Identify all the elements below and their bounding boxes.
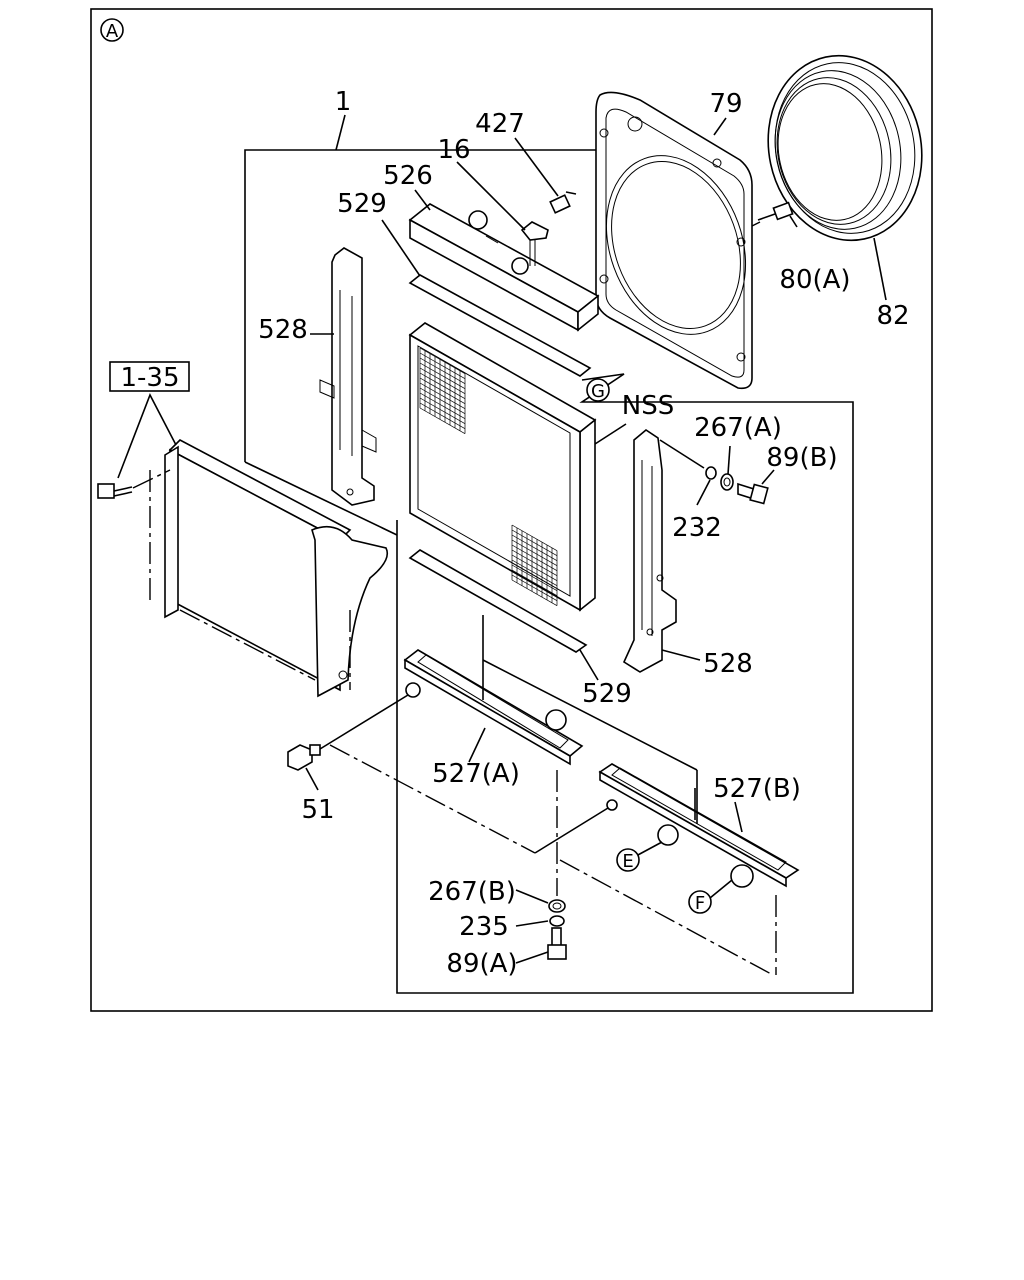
label-part-526: 526: [383, 161, 433, 191]
cap-part-427: [520, 191, 577, 266]
label-part-80a: 80(A): [779, 265, 850, 295]
label-part-235: 235: [459, 912, 509, 942]
assembly-bracket-lines: [244, 114, 854, 994]
drain-cock-part-51: [287, 694, 409, 771]
fan-shroud-part-79: [595, 91, 753, 390]
label-part-529-top: 529: [337, 189, 387, 219]
ref-marker-e-label: E: [622, 851, 633, 872]
label-part-89b: 89(B): [766, 443, 837, 473]
core-mesh-pattern: [419, 347, 558, 606]
side-bracket-part-528-right: [622, 429, 677, 673]
ref-marker-g-label: G: [591, 381, 605, 402]
radiator-body: [149, 439, 389, 698]
label-part-79: 79: [709, 89, 742, 119]
assembly-chain-lines: [329, 659, 777, 976]
diagram-frame: [90, 8, 933, 1012]
ref-marker-f: F: [688, 890, 712, 914]
label-nss: NSS: [622, 391, 674, 421]
ref-marker-f-label: F: [695, 893, 705, 914]
label-part-528-right: 528: [703, 649, 753, 679]
ref-marker-e: E: [616, 848, 640, 872]
bolt-part-1-35: [97, 361, 190, 499]
lower-tank-part-527b: [598, 763, 800, 888]
radiator-core-nss: [408, 322, 597, 612]
label-part-82: 82: [876, 301, 909, 331]
fan-ring-part-82: [767, 54, 923, 242]
callout-box-1-35: [109, 361, 190, 392]
upper-tank-part-526: [408, 203, 600, 332]
view-marker-a: A: [100, 18, 124, 42]
label-part-528-left: 528: [258, 315, 308, 345]
label-part-529-bottom: 529: [582, 679, 632, 709]
side-bracket-part-528-left: [319, 247, 377, 506]
label-part-16: 16: [437, 135, 470, 165]
bolt-part-80a: [751, 201, 794, 227]
label-part-267a: 267(A): [694, 413, 782, 443]
label-part-1-35: 1-35: [120, 363, 179, 393]
label-part-1: 1: [335, 87, 352, 117]
label-part-527b: 527(B): [713, 774, 801, 804]
leader-lines: [305, 117, 887, 964]
label-part-51: 51: [301, 795, 334, 825]
label-part-427: 427: [475, 109, 525, 139]
seal-part-529-bottom: [408, 549, 588, 653]
label-part-267b: 267(B): [428, 877, 516, 907]
part-labels: 1 427 79 16 526 529 528 1-35 80(A) 82 NS…: [120, 87, 909, 979]
seal-part-529-top: [408, 274, 592, 377]
lower-tank-part-527a: [403, 615, 584, 766]
label-part-232: 232: [672, 513, 722, 543]
label-part-527a: 527(A): [432, 759, 520, 789]
bottom-fastener-stack: [547, 770, 567, 960]
washer-and-bolt-group-right: [659, 439, 769, 505]
ref-marker-g: G: [586, 378, 610, 402]
label-part-89a: 89(A): [446, 949, 517, 979]
view-marker-a-label: A: [106, 21, 119, 42]
